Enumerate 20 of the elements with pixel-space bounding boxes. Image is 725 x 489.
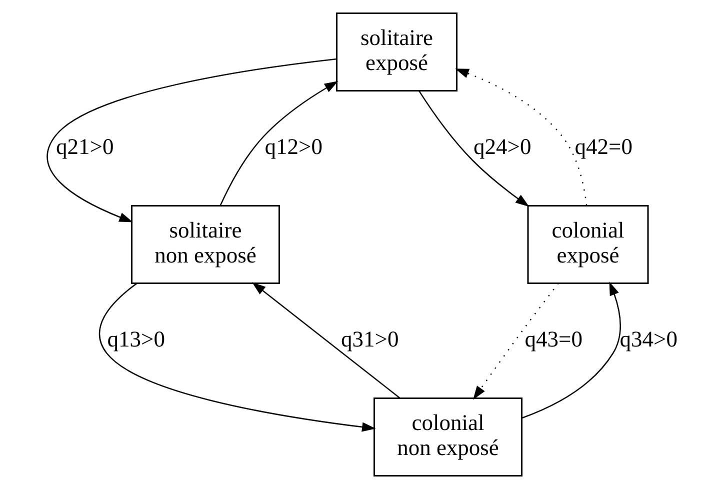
node-box: colonial exposé (527, 205, 649, 284)
edge-label: q13>0 (107, 326, 165, 352)
node-box: solitaire exposé (336, 12, 458, 92)
node-box: colonial non exposé (374, 398, 522, 476)
edge-label: q12>0 (264, 134, 322, 159)
arrow (220, 81, 338, 206)
node-box: solitaire non exposé (131, 205, 280, 284)
arrow (418, 90, 530, 207)
arrow (522, 282, 621, 419)
arrow (46, 58, 337, 222)
arrow (473, 282, 559, 400)
edge-label: q43=0 (524, 326, 582, 352)
edge-label: q42=0 (574, 134, 632, 159)
edge-label: q24>0 (474, 134, 532, 159)
arrow (99, 282, 376, 432)
edge-label: q21>0 (56, 134, 114, 159)
edge-label: q31>0 (341, 326, 399, 352)
arrow (252, 282, 400, 398)
arrow (455, 68, 588, 206)
edge-label: q34>0 (620, 326, 678, 352)
